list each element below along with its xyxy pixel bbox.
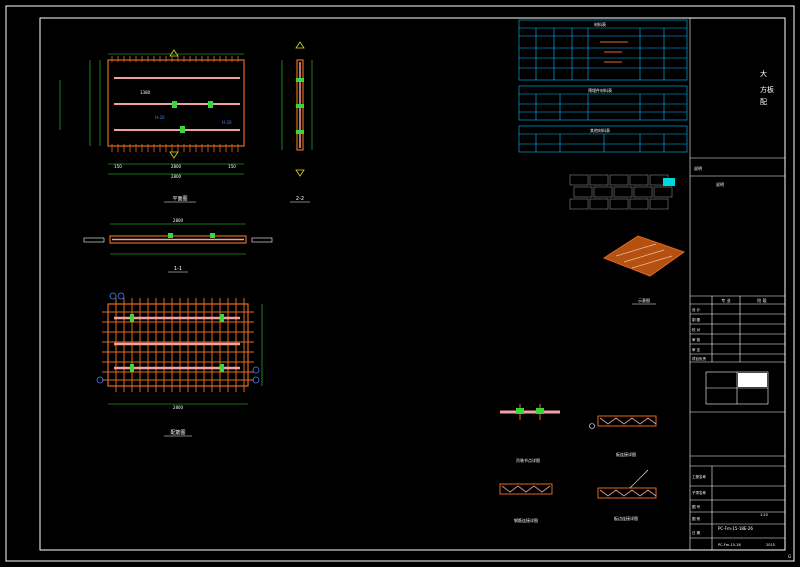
lower-label-4: 图 别 bbox=[692, 516, 701, 521]
row-label-4: 审 核 bbox=[692, 337, 701, 342]
detail4-label: 板边连接详图 bbox=[614, 515, 638, 521]
row-label-5: 审 定 bbox=[692, 347, 701, 352]
detail-2: 板连接详图 bbox=[589, 415, 657, 457]
reinf-outline bbox=[107, 303, 249, 387]
corner-mark: G bbox=[788, 554, 791, 559]
highlight-cell bbox=[663, 178, 675, 186]
lifting-markers bbox=[172, 101, 213, 133]
dim-150-b: 150 bbox=[228, 164, 236, 169]
top-plan-view: H-20 H-20 2800 2800 150 150 1380 平面图 bbox=[59, 49, 245, 203]
elevation-2-2: 2-2 bbox=[281, 41, 313, 203]
dim-2800-b: 2800 bbox=[171, 174, 182, 179]
iso-view: 示意图 bbox=[602, 235, 686, 305]
blue-note: H-20 bbox=[155, 115, 165, 120]
title-line-3: 配 bbox=[760, 98, 767, 106]
section-panel bbox=[109, 235, 247, 244]
reinf-label: 配筋图 bbox=[170, 429, 185, 436]
stacking-illustration bbox=[569, 174, 675, 210]
detail2-label: 板连接详图 bbox=[616, 451, 636, 457]
blue-note-2: H-20 bbox=[222, 120, 232, 125]
detail-3: 钢筋连接详图 bbox=[499, 483, 553, 523]
material-table-2 bbox=[518, 85, 688, 121]
lower-label-5: 日 期 bbox=[692, 530, 701, 535]
reinf-pink-bars bbox=[114, 316, 240, 370]
title-block bbox=[689, 18, 785, 550]
iso-label: 示意图 bbox=[638, 297, 650, 303]
header-cell-2: 阶 段 bbox=[757, 297, 766, 303]
section-1-1: 2800 1-1 bbox=[83, 218, 273, 273]
dim-1380: 1380 bbox=[140, 90, 151, 95]
panel-outline bbox=[107, 59, 245, 147]
row-label-1: 设 计 bbox=[692, 307, 701, 312]
header-cell-1: 专 业 bbox=[721, 297, 730, 303]
reinforcement-plan: 2800 配筋图 bbox=[96, 292, 263, 437]
detail-4: 板边连接详图 bbox=[597, 469, 657, 521]
dim-2800-a: 2800 bbox=[171, 164, 182, 169]
lower-label-2: 子项名称 bbox=[692, 490, 706, 495]
dim-lines bbox=[89, 53, 244, 175]
row-label-6: 项目负责 bbox=[692, 356, 706, 361]
detail3-label: 钢筋连接详图 bbox=[514, 517, 538, 523]
notes-subtitle: 说明 bbox=[716, 181, 724, 187]
rebar-ticks bbox=[111, 56, 239, 152]
lower-label-3: 图 号 bbox=[692, 504, 701, 509]
table1-title: 材料表 bbox=[594, 21, 606, 27]
section-markers bbox=[169, 49, 179, 159]
title-line-2: 方板 bbox=[760, 85, 774, 94]
reinf-horizontal-bars bbox=[102, 311, 254, 381]
title-block-fill bbox=[738, 373, 767, 387]
drawing-no: PC-Fm-15-18E-26 bbox=[718, 526, 753, 531]
page-no: 2015 bbox=[766, 543, 775, 547]
elev-22-label: 2-2 bbox=[296, 196, 304, 202]
table2-title: 预埋件材料表 bbox=[588, 87, 612, 93]
scale: 1:20 bbox=[760, 513, 768, 517]
reinf-dim: 2800 bbox=[173, 405, 184, 410]
material-table-3 bbox=[518, 125, 688, 153]
notes-title: 说明 bbox=[694, 165, 702, 171]
table3-title: 其他材料表 bbox=[590, 127, 610, 133]
outer-border bbox=[5, 5, 795, 562]
material-table-1 bbox=[518, 19, 688, 81]
top-plan-label: 平面图 bbox=[172, 196, 187, 202]
inner-frame bbox=[39, 17, 786, 551]
detail1-label: 吊装节点详图 bbox=[516, 457, 540, 463]
row-label-2: 制 图 bbox=[692, 317, 701, 322]
section-dim: 2800 bbox=[173, 218, 184, 223]
dim-150-a: 150 bbox=[114, 164, 122, 169]
row-label-3: 校 对 bbox=[692, 327, 701, 332]
section-11-label: 1-1 bbox=[174, 266, 182, 272]
project-line: PC-Fm-15-18 bbox=[718, 543, 741, 547]
lower-label-1: 工程名称 bbox=[692, 474, 706, 479]
title-line-1: 大 bbox=[760, 69, 767, 78]
detail-1: 吊装节点详图 bbox=[500, 404, 560, 463]
